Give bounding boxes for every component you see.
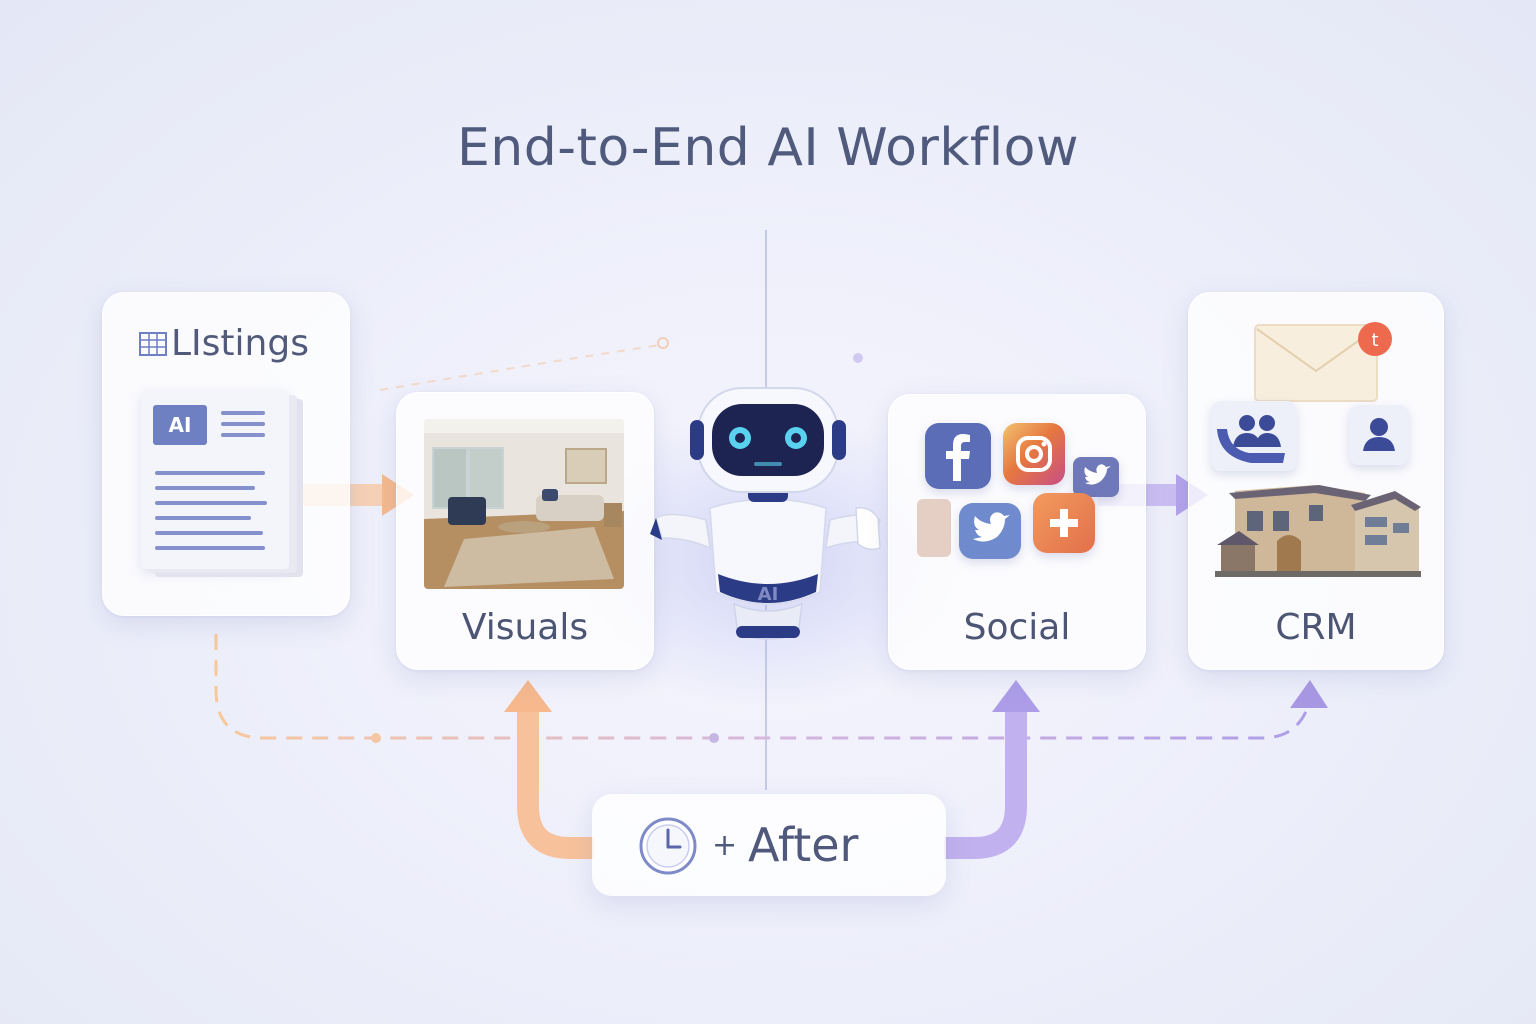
photo-icon: [424, 419, 624, 589]
after-plus: +: [712, 828, 738, 863]
faint-arc: [379, 344, 661, 391]
social-card: Social: [888, 394, 1146, 670]
listings-label: LIstings: [171, 323, 309, 364]
notification-icon: [1358, 322, 1392, 356]
facebook-icon: [925, 423, 991, 489]
svg-text:t: t: [1371, 330, 1378, 351]
group-icon: [1211, 401, 1297, 471]
arrow-after-to-social: [944, 706, 1027, 859]
robot-icon: AI: [648, 378, 888, 658]
blank-app-icon: [917, 499, 951, 557]
after-label: After: [748, 818, 859, 872]
ai-badge: AI: [153, 405, 207, 445]
after-box: + After: [592, 794, 946, 896]
social-label: Social: [963, 607, 1071, 648]
envelope-icon: t: [1254, 322, 1392, 402]
listings-card: LIstings AI: [102, 292, 350, 616]
listings-heading: LIstings: [137, 323, 309, 364]
robot-chest-label: AI: [758, 584, 779, 605]
house-icon: [1215, 485, 1421, 577]
visuals-label: Visuals: [461, 607, 589, 648]
document-icon: AI: [141, 391, 289, 569]
user-icon: [1349, 405, 1409, 465]
twitter-icon-small: [1073, 457, 1119, 497]
page-title: End-to-End AI Workflow: [456, 118, 1080, 178]
dashed-loop: [214, 634, 1312, 740]
visuals-card: Visuals: [396, 392, 654, 670]
twitter-icon: [959, 503, 1021, 559]
crm-up-arrow: [1290, 680, 1328, 708]
crm-label: CRM: [1275, 607, 1357, 648]
grid-icon: [139, 331, 167, 356]
instagram-icon: [1003, 423, 1065, 485]
clock-icon: [639, 817, 697, 875]
plus-app-icon: [1033, 493, 1095, 553]
crm-card: t CRM: [1188, 292, 1444, 670]
arrow-after-to-visuals: [517, 706, 594, 859]
